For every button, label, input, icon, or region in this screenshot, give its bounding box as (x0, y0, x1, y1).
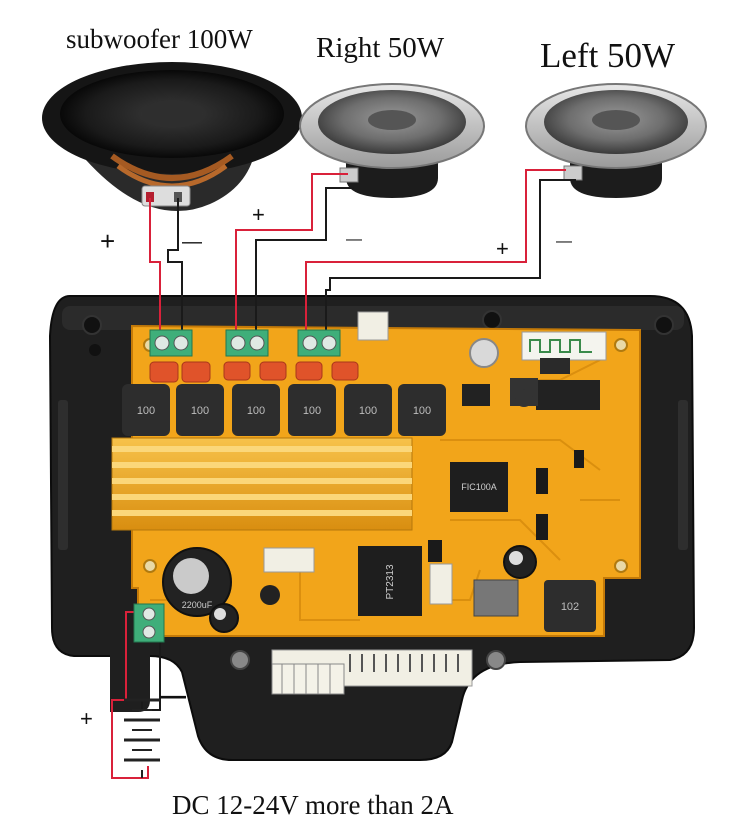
left-positive-wire (305, 169, 566, 336)
inductor (122, 384, 170, 436)
screw (230, 650, 250, 670)
inductor-code: 100 (191, 405, 209, 417)
right-negative-wire (255, 187, 354, 336)
inductor (176, 384, 224, 436)
ribbon-connector (271, 654, 459, 695)
right-positive-wire (235, 173, 348, 336)
right-terminal (225, 329, 269, 357)
power-minus-marker: — (160, 680, 186, 710)
power-terminal (133, 603, 165, 643)
right-speaker (299, 83, 485, 198)
regulator-chip (473, 579, 519, 617)
mount-hole (89, 344, 101, 356)
capacitor-text: 2200uF (182, 600, 213, 610)
subwoofer-plus-marker: + (100, 226, 116, 256)
subwoofer-positive-wire (149, 198, 161, 336)
subwoofer-label: subwoofer 100W (66, 24, 253, 54)
inductor-row: 100 100 100 100 100 100 (122, 384, 446, 436)
right-speaker-label: Right 50W (316, 32, 445, 64)
left-negative-wire (325, 179, 576, 336)
screw (486, 650, 506, 670)
inductor (232, 384, 280, 436)
main-chip (450, 462, 508, 512)
left-terminal (297, 329, 341, 357)
terminal-blocks (133, 329, 341, 643)
main-chip-code: FIC100A (461, 482, 497, 492)
mount-hole (482, 310, 502, 330)
mount-hole (654, 315, 674, 335)
inductor-code: 100 (247, 405, 265, 417)
dsp-chip (536, 380, 600, 410)
small-inductor-code: 102 (561, 601, 579, 613)
left-minus-marker: — (556, 233, 572, 250)
power-plus-marker: + (80, 706, 93, 731)
controller-chip-code: PT2313 (385, 564, 396, 599)
inductor-code: 100 (137, 405, 155, 417)
inductor (398, 384, 446, 436)
bluetooth-antenna (521, 331, 607, 361)
electrolytic-capacitors: 2200uF (162, 389, 537, 633)
subwoofer-speaker (42, 62, 302, 212)
inductor-code: 100 (413, 405, 431, 417)
subwoofer-terminal (149, 329, 193, 357)
right-minus-marker: — (346, 231, 362, 248)
film-capacitors (149, 361, 359, 383)
battery-symbol (124, 698, 160, 778)
subwoofer-negative-wire (167, 198, 183, 336)
mount-hole (82, 315, 102, 335)
power-supply-label: DC 12-24V more than 2A (172, 790, 454, 820)
ic-chips: FIC100A PT2313 102 (358, 358, 600, 632)
headers (428, 450, 584, 562)
inductor-code: 100 (303, 405, 321, 417)
heatsink (111, 437, 413, 531)
subwoofer-minus-marker: — (182, 231, 202, 253)
inductor (288, 384, 336, 436)
controller-chip (358, 546, 422, 616)
inductor-code: 100 (359, 405, 377, 417)
inductor (344, 384, 392, 436)
left-speaker-label: Left 50W (540, 36, 676, 75)
left-plus-marker: + (496, 236, 509, 261)
power-positive-wire (111, 611, 149, 779)
small-inductor (544, 580, 596, 632)
right-plus-marker: + (252, 202, 265, 227)
coin-battery (469, 338, 499, 368)
